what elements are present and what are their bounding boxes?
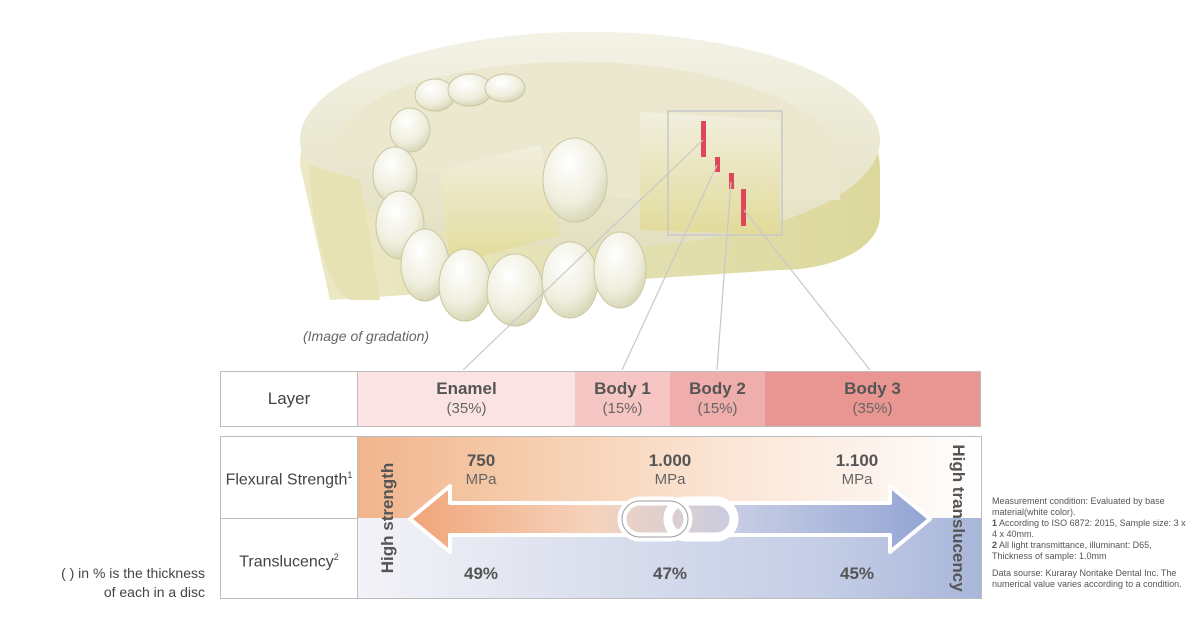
layer-enamel: Enamel (35%) (358, 372, 575, 426)
translucency-value-body-1: 47% (652, 564, 688, 583)
value-number: 1.000 (648, 451, 692, 470)
chain-link-icon (617, 496, 739, 542)
flexural-strength-label: Flexural Strength1 (221, 437, 357, 518)
high-translucency-label: High translucency (949, 444, 968, 592)
layer-name: Body 3 (844, 379, 901, 398)
value-unit: MPa (841, 471, 873, 488)
footnote-1-number: 1 (992, 518, 998, 528)
flexural-value-enamel: 750 MPa (421, 451, 541, 489)
layer-body-3: Body 3 (35%) (765, 372, 980, 426)
translucency-value-enamel: 49% (463, 564, 499, 583)
measurement-notes: Measurement condition: Evaluated by base… (992, 496, 1192, 590)
layer-body-1: Body 1 (15%) (575, 372, 670, 426)
value-number: 750 (466, 451, 496, 470)
layer-markers (701, 121, 746, 226)
layer-row-label: Layer (221, 372, 358, 426)
footnote-2-text: All light transmittance, illuminant: D65… (992, 540, 1152, 561)
layer-name: Enamel (436, 379, 497, 398)
layer-percentage: (35%) (446, 400, 487, 417)
value-unit: MPa (654, 471, 686, 488)
translucency-label-text: Translucency (239, 553, 334, 571)
layer-percentage: (35%) (852, 400, 893, 417)
double-arrow-chain-graphic (408, 484, 932, 554)
footnote-2-number: 2 (992, 540, 998, 550)
value-unit: MPa (465, 471, 497, 488)
layer-percentage: (15%) (602, 400, 643, 417)
layer-name: Body 1 (594, 379, 651, 398)
thickness-note: ( ) in % is the thickness of each in a d… (61, 565, 205, 600)
translucency-label: Translucency2 (221, 519, 357, 598)
high-strength-label: High strength (378, 462, 397, 574)
layer-body-2: Body 2 (15%) (670, 372, 765, 426)
flexural-label-text: Flexural Strength (225, 471, 348, 489)
value-number: 1.100 (835, 451, 879, 470)
property-table: Flexural Strength1 Translucency2 750 MPa… (220, 436, 982, 599)
footnote-2-marker: 2 (333, 551, 339, 562)
property-row-labels: Flexural Strength1 Translucency2 (221, 437, 358, 598)
data-source: Data sourse: Kuraray Noritake Dental Inc… (992, 568, 1182, 589)
image-caption: (Image of gradation) (303, 328, 430, 344)
translucency-value-body-3: 45% (839, 564, 875, 583)
teeth (372, 73, 647, 327)
layer-name: Body 2 (689, 379, 746, 398)
flexural-value-body-1: 1.000 MPa (610, 451, 730, 489)
footnote-1-marker: 1 (347, 469, 353, 480)
footnote-1: 1 According to ISO 6872: 2015, Sample si… (992, 518, 1192, 540)
footnote-1-text: According to ISO 6872: 2015, Sample size… (992, 518, 1186, 539)
row-divider (221, 518, 358, 519)
flexural-value-body-3: 1.100 MPa (797, 451, 917, 489)
layer-table: Layer Enamel (35%) Body 1 (15%) Body 2 (… (220, 371, 981, 427)
measurement-intro: Measurement condition: Evaluated by base… (992, 496, 1165, 517)
footnote-2: 2 All light transmittance, illuminant: D… (992, 540, 1192, 562)
zirconia-disc-illustration (300, 32, 880, 370)
layer-percentage: (15%) (697, 400, 738, 417)
